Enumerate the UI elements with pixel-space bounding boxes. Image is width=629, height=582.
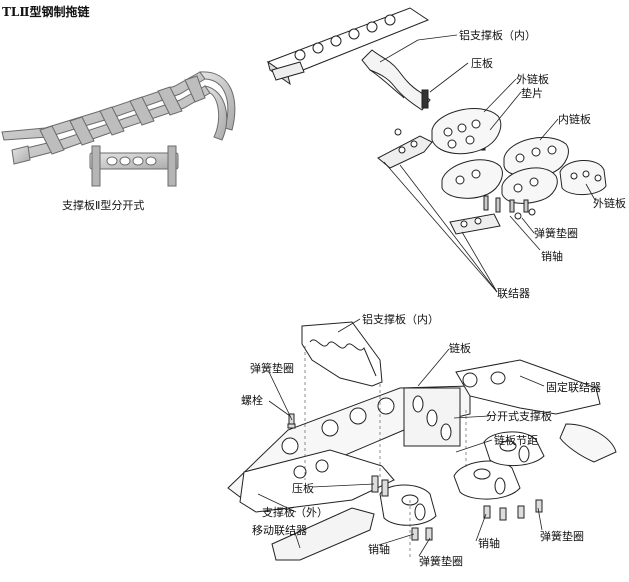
projection-lines [304, 346, 467, 560]
label-press-plate: 压板 [471, 57, 493, 70]
split-support-plate-image [89, 145, 179, 187]
exploded-view-top [266, 7, 607, 235]
label-outer-chain-plate: 外链板 [516, 73, 549, 86]
exploded-view-bottom [227, 321, 617, 561]
label-support-outer: 支撑板（外） [262, 506, 328, 519]
label-spring-washer-right: 弹簧垫圈 [540, 530, 584, 543]
label-inner-chain-plate: 内链板 [558, 113, 591, 126]
label-chain-plate: 链板 [449, 342, 471, 355]
label-press-plate-bottom: 压板 [292, 482, 314, 495]
label-spring-washer-left: 弹簧垫圈 [250, 362, 294, 375]
label-outer-chain-plate-right: 外链板 [593, 197, 626, 210]
label-spring-washer-mid: 弹簧垫圈 [419, 555, 463, 568]
label-pitch: 链板节距 [494, 434, 538, 447]
label-connector: 联结器 [497, 287, 530, 300]
label-spring-washer-top: 弹簧垫圈 [534, 227, 578, 240]
split-support-caption: 支撑板Ⅱ型分开式 [62, 199, 145, 212]
page-title: TLⅡ型钢制拖链 [2, 5, 90, 19]
leader-lines-top [379, 34, 596, 293]
label-bolt: 螺栓 [241, 394, 263, 407]
leader-lines-bottom [257, 318, 545, 557]
label-pin-right: 销轴 [478, 537, 500, 550]
label-pin-top: 销轴 [541, 250, 563, 263]
assembled-chain-image [1, 71, 236, 165]
label-split-support: 分开式支撑板 [486, 410, 552, 423]
label-aluminium-support-inner: 铝支撑板（内） [459, 29, 536, 42]
label-pin-left: 销轴 [368, 543, 390, 556]
label-fixed-connector: 固定联结器 [546, 381, 601, 394]
label-aluminium-support-inner-bottom: 铝支撑板（内） [362, 313, 439, 326]
label-moving-connector: 移动联结器 [252, 524, 307, 537]
label-pad: 垫片 [521, 87, 543, 100]
